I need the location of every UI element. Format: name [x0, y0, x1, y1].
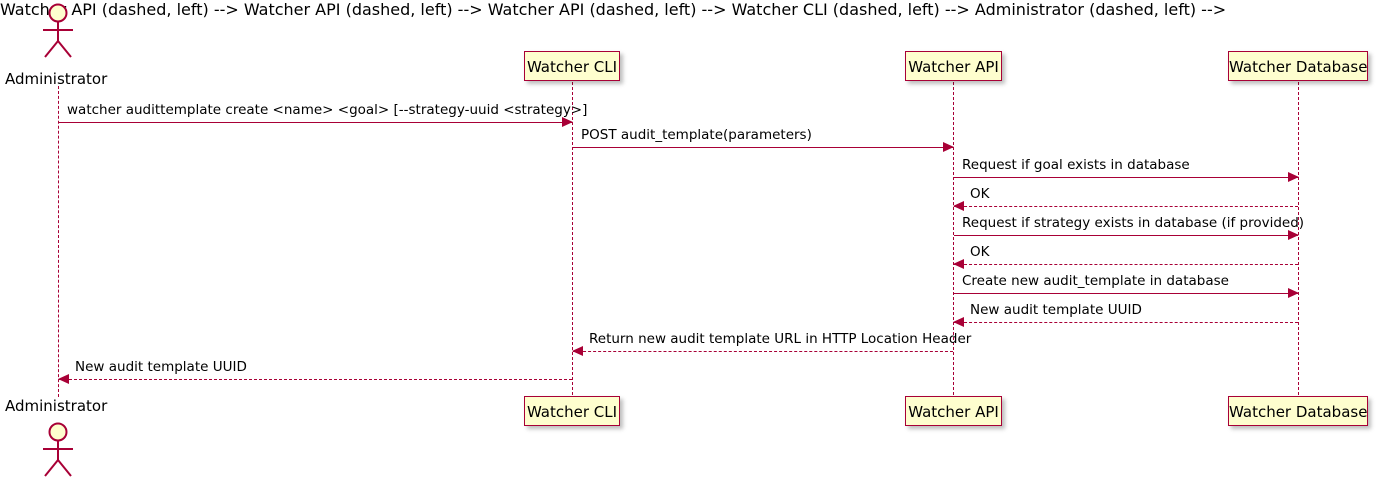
message-line-10	[59, 379, 572, 380]
participant-box-watcher-database-top[interactable]: Watcher Database	[1228, 51, 1368, 81]
lifeline-administrator	[58, 86, 59, 397]
actor-label-administrator-top: Administrator	[5, 70, 108, 88]
message-line-8	[954, 322, 1298, 323]
participant-box-watcher-api-top[interactable]: Watcher API	[905, 51, 1002, 81]
arrowhead-left-10	[58, 374, 69, 384]
message-label-1: watcher audittemplate create <name> <goa…	[67, 102, 588, 118]
message-line-5	[954, 235, 1298, 236]
arrowhead-left-8	[953, 317, 964, 327]
message-line-6	[954, 264, 1298, 265]
participant-box-watcher-cli-bottom[interactable]: Watcher CLI	[524, 396, 620, 426]
message-label-7: Create new audit_template in database	[962, 273, 1229, 289]
arrowhead-right-3	[1288, 172, 1299, 182]
message-label-9: Return new audit template URL in HTTP Lo…	[589, 331, 972, 347]
participant-box-watcher-api-bottom[interactable]: Watcher API	[905, 396, 1002, 426]
message-label-3: Request if goal exists in database	[962, 157, 1190, 173]
participant-box-watcher-cli-top[interactable]: Watcher CLI	[524, 51, 620, 81]
message-line-4	[954, 206, 1298, 207]
message-line-1	[59, 122, 572, 123]
message-label-5: Request if strategy exists in database (…	[962, 215, 1305, 231]
arrowhead-left-4	[953, 201, 964, 211]
message-line-9	[573, 351, 953, 352]
message-label-8: New audit template UUID	[970, 302, 1142, 318]
arrowhead-right-2	[943, 142, 954, 152]
actor-administrator-top	[31, 2, 85, 60]
arrowhead-right-1	[562, 117, 573, 127]
message-label-4: OK	[970, 186, 990, 202]
message-line-7	[954, 293, 1298, 294]
lifeline-watcher-api	[953, 82, 954, 395]
lifeline-watcher-cli	[572, 82, 573, 395]
actor-label-administrator-bottom: Administrator	[5, 397, 108, 415]
message-line-3	[954, 177, 1298, 178]
message-label-2: POST audit_template(parameters)	[581, 127, 812, 143]
message-line-2	[573, 147, 953, 148]
message-label-6: OK	[970, 244, 990, 260]
participant-box-watcher-database-bottom[interactable]: Watcher Database	[1228, 396, 1368, 426]
arrowhead-right-7	[1288, 288, 1299, 298]
arrowhead-left-6	[953, 259, 964, 269]
actor-administrator-bottom	[31, 421, 85, 479]
arrowhead-right-5	[1288, 230, 1299, 240]
message-label-10: New audit template UUID	[75, 359, 247, 375]
arrowhead-left-9	[572, 346, 583, 356]
